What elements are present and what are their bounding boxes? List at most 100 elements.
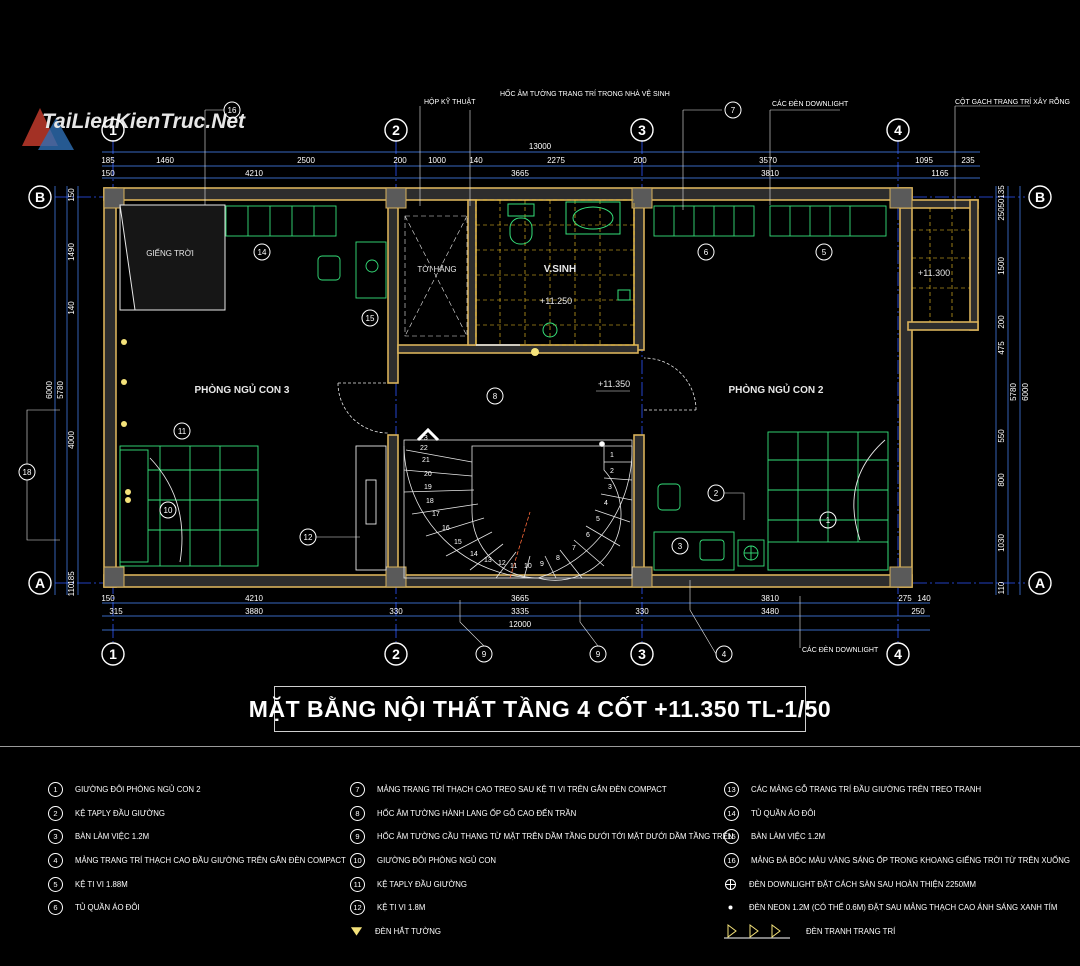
legend-item: 13Các mảng gỗ trang trí đầu giường trên …	[724, 778, 1054, 802]
svg-text:1: 1	[109, 646, 117, 662]
svg-text:9: 9	[482, 650, 487, 659]
svg-text:315: 315	[109, 607, 123, 616]
door-bedroom3	[337, 382, 389, 434]
svg-text:21: 21	[422, 457, 430, 464]
svg-text:3810: 3810	[761, 594, 779, 603]
svg-text:4: 4	[894, 646, 902, 662]
top-callouts	[204, 105, 1030, 648]
axis-bubble-b-right: B	[1028, 185, 1052, 209]
svg-text:2: 2	[714, 489, 719, 498]
svg-text:2275: 2275	[547, 156, 565, 165]
svg-text:1: 1	[826, 516, 831, 525]
svg-text:23: 23	[420, 435, 428, 442]
legend-item: 1Giường đôi phòng ngủ con 2	[48, 778, 378, 802]
tag-9b: 9	[589, 645, 607, 663]
bottom-dimensions: 150 4210 3665 3810 275 140 315 3880 330 …	[101, 594, 931, 629]
svg-text:3880: 3880	[245, 607, 263, 616]
svg-text:185: 185	[67, 571, 76, 585]
svg-text:1500: 1500	[997, 257, 1006, 275]
svg-text:3335: 3335	[511, 607, 529, 616]
svg-text:250: 250	[997, 207, 1006, 221]
svg-text:5: 5	[822, 248, 827, 257]
sink-icon	[565, 201, 621, 235]
wardrobes	[225, 205, 887, 237]
svg-text:475: 475	[997, 341, 1006, 355]
tv-cabinet-bedroom2	[769, 205, 887, 237]
svg-text:2: 2	[392, 646, 400, 662]
legend-item: 14Tủ quần áo đôi	[724, 802, 1054, 826]
svg-text:4: 4	[894, 122, 902, 138]
svg-text:4: 4	[722, 650, 727, 659]
legend-item: Đèn neon 1.2m (có thể 0.6m) đặt sau mảng…	[724, 896, 1057, 920]
axis-bubble-1-top: 1	[101, 118, 125, 142]
toilet-icon	[507, 203, 535, 245]
tv-cabinet-bedroom3	[355, 445, 387, 571]
svg-text:4: 4	[604, 500, 608, 507]
legend-item: 9Hốc âm tường cầu thang từ mặt trên dầm …	[350, 825, 733, 849]
legend-column-3: 13Các mảng gỗ trang trí đầu giường trên …	[724, 778, 1070, 943]
drawing-title-box: MẶT BẰNG NỘI THẤT TẦNG 4 CỐT +11.350 TL-…	[249, 686, 831, 732]
svg-text:14: 14	[470, 551, 478, 558]
svg-text:4210: 4210	[245, 594, 263, 603]
callout-downlights-bottom: CÁC ĐÈN DOWNLIGHT	[802, 645, 879, 654]
callout-downlights-top: CÁC ĐÈN DOWNLIGHT	[772, 99, 849, 108]
tag-12: 12	[299, 528, 317, 546]
svg-text:150: 150	[101, 169, 115, 178]
svg-text:330: 330	[389, 607, 403, 616]
svg-text:A: A	[1035, 575, 1045, 591]
svg-text:18: 18	[23, 468, 32, 477]
svg-text:11: 11	[510, 563, 517, 570]
svg-text:150: 150	[101, 594, 115, 603]
room-label-bedroom2: PHÒNG NGỦ CON 2	[728, 383, 823, 396]
axis-bubble-a-left: A	[28, 571, 52, 595]
left-dimensions: 150 1490 140 5780 4000 185 110 6000	[45, 188, 76, 597]
svg-text:16: 16	[228, 106, 237, 115]
svg-text:13: 13	[484, 557, 492, 564]
legend-item: 7Mảng trang trí thạch cao treo sau kệ ti…	[350, 778, 680, 802]
svg-text:7: 7	[731, 106, 736, 115]
svg-text:19: 19	[424, 484, 432, 491]
legend-item: 6Tủ quần áo đôi	[48, 896, 378, 920]
svg-text:1: 1	[109, 122, 117, 138]
svg-text:9: 9	[596, 650, 601, 659]
room-label-skylight: GIẾNG TRỜI	[146, 248, 194, 258]
door-bedroom2	[643, 357, 697, 411]
picture-light-icon	[724, 924, 794, 939]
svg-text:2: 2	[392, 122, 400, 138]
svg-text:275: 275	[898, 594, 912, 603]
svg-text:1165: 1165	[931, 169, 949, 178]
skylight	[119, 204, 226, 311]
svg-text:140: 140	[469, 156, 483, 165]
tag-15: 15	[361, 309, 379, 327]
axis-bubble-4-bottom: 4	[886, 642, 910, 666]
dim-top-overall: 13000	[529, 142, 552, 151]
tag-7: 7	[724, 101, 742, 119]
grid-bubbles: 1 2 3 4 1 2 3 4 B B A A	[28, 118, 1052, 666]
wall-light-icons	[121, 339, 539, 503]
axis-bubble-2-top: 2	[384, 118, 408, 142]
svg-text:B: B	[1035, 189, 1045, 205]
axis-bubble-a-right: A	[1028, 571, 1052, 595]
svg-text:7: 7	[572, 545, 576, 552]
svg-text:4210: 4210	[245, 169, 263, 178]
legend-item: 12Kệ ti vi 1.8m	[350, 896, 680, 920]
tag-9a: 9	[475, 645, 493, 663]
desk-bedroom3	[317, 241, 387, 299]
desk-bedroom2	[653, 483, 735, 571]
svg-text:16: 16	[442, 525, 450, 532]
bed-bedroom3	[119, 445, 259, 567]
svg-text:5780: 5780	[56, 381, 65, 399]
svg-text:2500: 2500	[297, 156, 315, 165]
svg-text:110: 110	[997, 581, 1006, 594]
legend-item: 10Giường đôi phòng ngủ con	[350, 849, 680, 873]
tag-10: 10	[159, 501, 177, 519]
legend-column-2: 7Mảng trang trí thạch cao treo sau kệ ti…	[350, 778, 733, 943]
stair-step-numbers: 1 2 3 4 5 6 7 8 9 10 11 12 13 14 15 16 1…	[420, 435, 614, 570]
nightstand-bedroom2	[737, 539, 765, 567]
legend-item: 15Bàn làm việc 1.2m	[724, 825, 1054, 849]
wardrobe-bedroom3	[225, 205, 337, 237]
svg-text:3: 3	[608, 484, 612, 491]
downlight-icon	[724, 878, 737, 891]
beds	[119, 431, 889, 571]
